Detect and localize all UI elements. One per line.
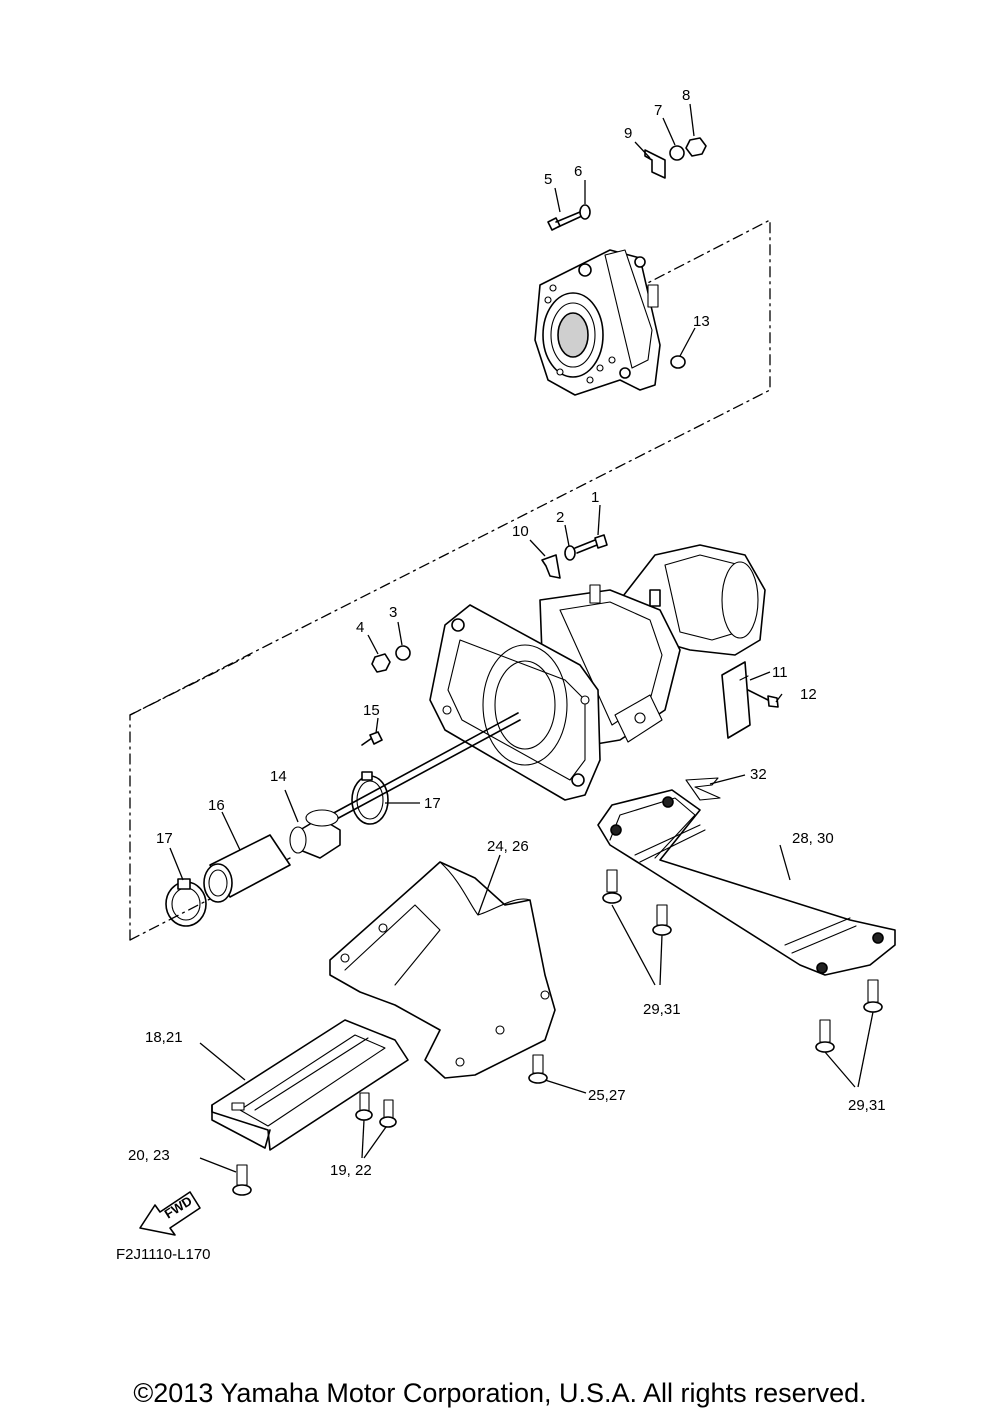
intake-grate-part-24-26 (329, 861, 556, 1079)
bolt-part-29-31-b (652, 904, 672, 936)
bolt-part-20-23 (232, 1164, 252, 1196)
duct-cover-part-18-21 (211, 1019, 409, 1151)
screw-part-15 (361, 731, 383, 746)
callout-15: 15 (363, 702, 380, 719)
bolt-part-19-22-a (355, 1092, 373, 1121)
bolt-part-25-27 (528, 1054, 548, 1084)
callout-19-22: 19, 22 (330, 1162, 372, 1179)
callout-14: 14 (270, 768, 287, 785)
assembly-phantom-line (129, 654, 251, 716)
washer-part-2 (564, 545, 576, 561)
bolt-part-29-31-a (602, 869, 622, 904)
callout-5: 5 (544, 171, 552, 188)
nut-part-8 (685, 137, 707, 157)
callout-10: 10 (512, 523, 529, 540)
plate-part-10 (541, 554, 561, 579)
callout-25-27: 25,27 (588, 1087, 626, 1104)
hose-clamp-part-17-upper (351, 771, 389, 825)
callout-29-31-left: 29,31 (643, 1001, 681, 1018)
copyright-notice: ©2013 Yamaha Motor Corporation, U.S.A. A… (133, 1378, 867, 1408)
callout-8: 8 (682, 87, 690, 104)
seal-part-14 (289, 809, 341, 859)
washer-part-6 (579, 204, 591, 220)
washer-part-3 (395, 645, 411, 661)
callout-16: 16 (208, 797, 225, 814)
diagram-code: F2J1110-L170 (116, 1246, 211, 1263)
washer-part-13 (670, 355, 686, 369)
washer-part-7 (669, 145, 685, 161)
pad-part-11 (721, 661, 751, 739)
hose-clamp-part-17-lower (165, 878, 207, 927)
jet-pump-assembly (429, 544, 766, 801)
clip-part-32 (685, 777, 721, 801)
hose-part-16 (203, 834, 291, 903)
ride-plate-part-28-30 (597, 789, 896, 976)
callout-29-31-right: 29,31 (848, 1097, 886, 1114)
callout-17-lower: 17 (156, 830, 173, 847)
forward-direction-arrow: FWD (139, 1191, 201, 1236)
callout-7: 7 (654, 102, 662, 119)
bolt-part-29-31-c (815, 1019, 835, 1053)
callout-9: 9 (624, 125, 632, 142)
nozzle-housing (534, 249, 661, 396)
callout-6: 6 (574, 163, 582, 180)
bolt-part-5 (547, 211, 583, 231)
callout-32: 32 (750, 766, 767, 783)
callout-11: 11 (772, 664, 788, 681)
leader-lines (169, 103, 874, 1173)
plate-part-9 (644, 149, 666, 179)
callout-28-30: 28, 30 (792, 830, 834, 847)
callout-12: 12 (800, 686, 817, 703)
bolt-part-19-22-b (379, 1099, 397, 1128)
callout-4: 4 (356, 619, 364, 636)
callout-labels: 1 2 3 4 5 6 7 8 9 10 11 12 13 14 15 16 1… (128, 87, 886, 1179)
callout-3: 3 (389, 604, 397, 621)
bolt-part-12 (747, 689, 779, 708)
drive-shaft (329, 712, 521, 822)
callout-1: 1 (591, 489, 599, 506)
callout-18-21: 18,21 (145, 1029, 183, 1046)
callout-17-upper: 17 (424, 795, 441, 812)
bolt-part-29-31-d (863, 979, 883, 1013)
callout-24-26: 24, 26 (487, 838, 529, 855)
callout-2: 2 (556, 509, 564, 526)
callout-13: 13 (693, 313, 710, 330)
nut-part-4 (371, 653, 391, 673)
assembly-phantom-line (129, 219, 771, 941)
callout-20-23: 20, 23 (128, 1147, 170, 1164)
bolt-part-1 (574, 534, 608, 554)
